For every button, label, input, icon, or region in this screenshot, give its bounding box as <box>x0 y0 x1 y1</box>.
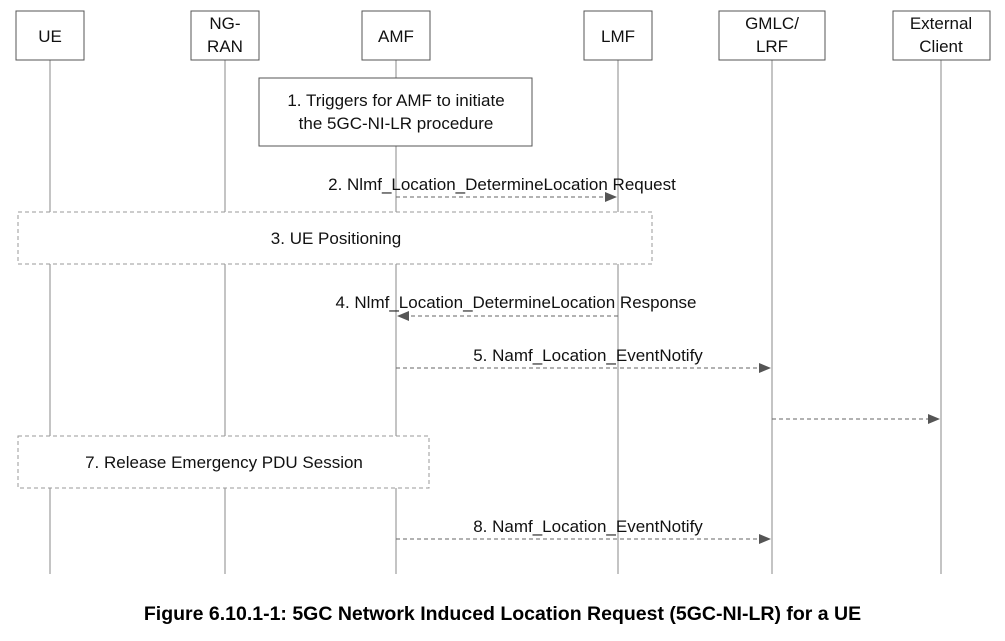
step8-message: 8. Namf_Location_EventNotify <box>396 517 771 544</box>
entity-amf-label: AMF <box>378 27 414 46</box>
step1-note: 1. Triggers for AMF to initiate the 5GC-… <box>258 77 533 147</box>
entity-gmlc: GMLC/ LRF <box>718 10 826 61</box>
step1-note-line1: 1. Triggers for AMF to initiate <box>287 91 504 110</box>
entity-ngran-label-line2: RAN <box>207 37 243 56</box>
entity-client-label-line1: External <box>910 14 972 33</box>
entity-ngran: NG- RAN <box>190 10 260 61</box>
step4-label: 4. Nlmf_Location_DetermineLocation Respo… <box>336 293 697 312</box>
step5-label: 5. Namf_Location_EventNotify <box>473 346 703 365</box>
figure-caption: Figure 6.10.1-1: 5GC Network Induced Loc… <box>143 603 862 625</box>
step7-group: 7. Release Emergency PDU Session <box>17 435 430 489</box>
step6-message <box>772 414 940 424</box>
step4-message: 4. Nlmf_Location_DetermineLocation Respo… <box>336 293 697 321</box>
step8-arrowhead <box>759 534 771 544</box>
step2-arrowhead <box>605 192 617 202</box>
entity-amf: AMF <box>361 10 431 61</box>
step7-label: 7. Release Emergency PDU Session <box>85 453 363 472</box>
step2-message: 2. Nlmf_Location_DetermineLocation Reque… <box>328 175 676 202</box>
entity-gmlc-label-line1: GMLC/ <box>745 14 799 33</box>
step3-label: 3. UE Positioning <box>271 229 401 248</box>
step2-label: 2. Nlmf_Location_DetermineLocation Reque… <box>328 175 676 194</box>
entity-ue-label: UE <box>38 27 62 46</box>
entity-client-label-line2: Client <box>919 37 963 56</box>
entity-client: External Client <box>892 10 991 61</box>
step5-arrowhead <box>759 363 771 373</box>
step8-label: 8. Namf_Location_EventNotify <box>473 517 703 536</box>
step5-message: 5. Namf_Location_EventNotify <box>396 346 771 373</box>
entity-lmf: LMF <box>583 10 653 61</box>
entity-ngran-label-line1: NG- <box>209 14 240 33</box>
step3-group: 3. UE Positioning <box>17 211 653 265</box>
entity-ue: UE <box>15 10 85 61</box>
step4-arrowhead <box>397 311 409 321</box>
entity-gmlc-label-line2: LRF <box>756 37 788 56</box>
step1-note-line2: the 5GC-NI-LR procedure <box>299 114 494 133</box>
sequence-diagram: UE NG- RAN AMF LMF GMLC/ LRF External Cl… <box>15 10 991 574</box>
step6-arrowhead <box>928 414 940 424</box>
entity-lmf-label: LMF <box>601 27 635 46</box>
